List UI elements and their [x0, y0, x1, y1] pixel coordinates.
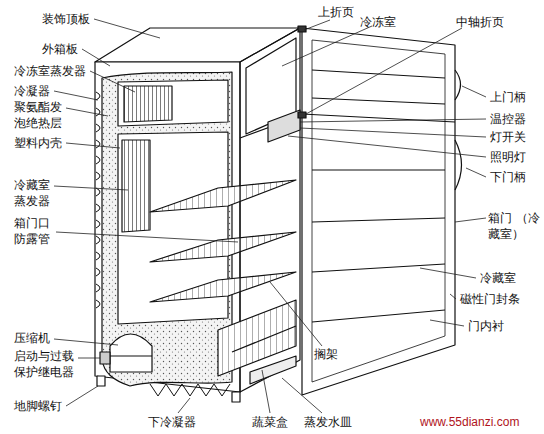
part-label: 压缩机	[14, 330, 50, 346]
part-label: 上折页	[318, 4, 354, 20]
condenser-tube	[96, 108, 100, 116]
part-label: 箱门口 防露管	[14, 215, 54, 247]
lower-condenser	[150, 384, 230, 396]
part-label: 门内衬	[468, 318, 504, 334]
condenser-tube	[96, 300, 100, 308]
condenser-tube	[96, 140, 100, 148]
part-label: 冷冻室蒸发器	[14, 63, 86, 79]
part-label: 启动与过载 保护继电器	[14, 348, 80, 380]
part-label: 外箱板	[42, 41, 78, 57]
condenser-tube	[96, 284, 100, 292]
part-label: 冷藏室 蒸发器	[14, 177, 54, 209]
part-label: 磁性门封条	[460, 291, 520, 307]
part-label: 冷冻室	[360, 14, 396, 30]
part-label: 装饰顶板	[42, 11, 90, 27]
condenser-tube	[96, 172, 100, 180]
condenser-tube	[96, 156, 100, 164]
part-label: 灯开关	[490, 129, 526, 145]
condenser-tube	[96, 124, 100, 132]
part-label: 蔬菜盒	[252, 414, 288, 430]
part-label: 地脚螺钉	[14, 398, 62, 414]
condenser-tube	[96, 236, 100, 244]
condenser-tube	[96, 92, 100, 100]
watermark: www.55dianzi.com	[420, 414, 519, 430]
part-label: 下门柄	[490, 169, 526, 185]
part-label: 冷藏室	[480, 270, 516, 286]
condenser-tube	[96, 204, 100, 212]
part-label: 上门柄	[490, 89, 526, 105]
part-label: 冷凝器	[14, 83, 50, 99]
condenser-tube	[96, 252, 100, 260]
part-label: 照明灯	[490, 149, 526, 165]
part-label: 蒸发水皿	[304, 414, 352, 430]
part-label: 箱门 （冷藏室）	[488, 210, 540, 242]
part-label: 搁架	[314, 346, 338, 362]
condenser-tube	[96, 268, 100, 276]
part-label: 中轴折页	[456, 14, 504, 30]
part-label: 聚氨酯发 泡绝热层	[14, 99, 66, 131]
part-label: 温控器	[490, 111, 526, 127]
condenser-tube	[96, 188, 100, 196]
part-label: 塑料内壳	[14, 135, 62, 151]
condenser-tube	[96, 220, 100, 228]
part-label: 下冷凝器	[148, 414, 196, 430]
